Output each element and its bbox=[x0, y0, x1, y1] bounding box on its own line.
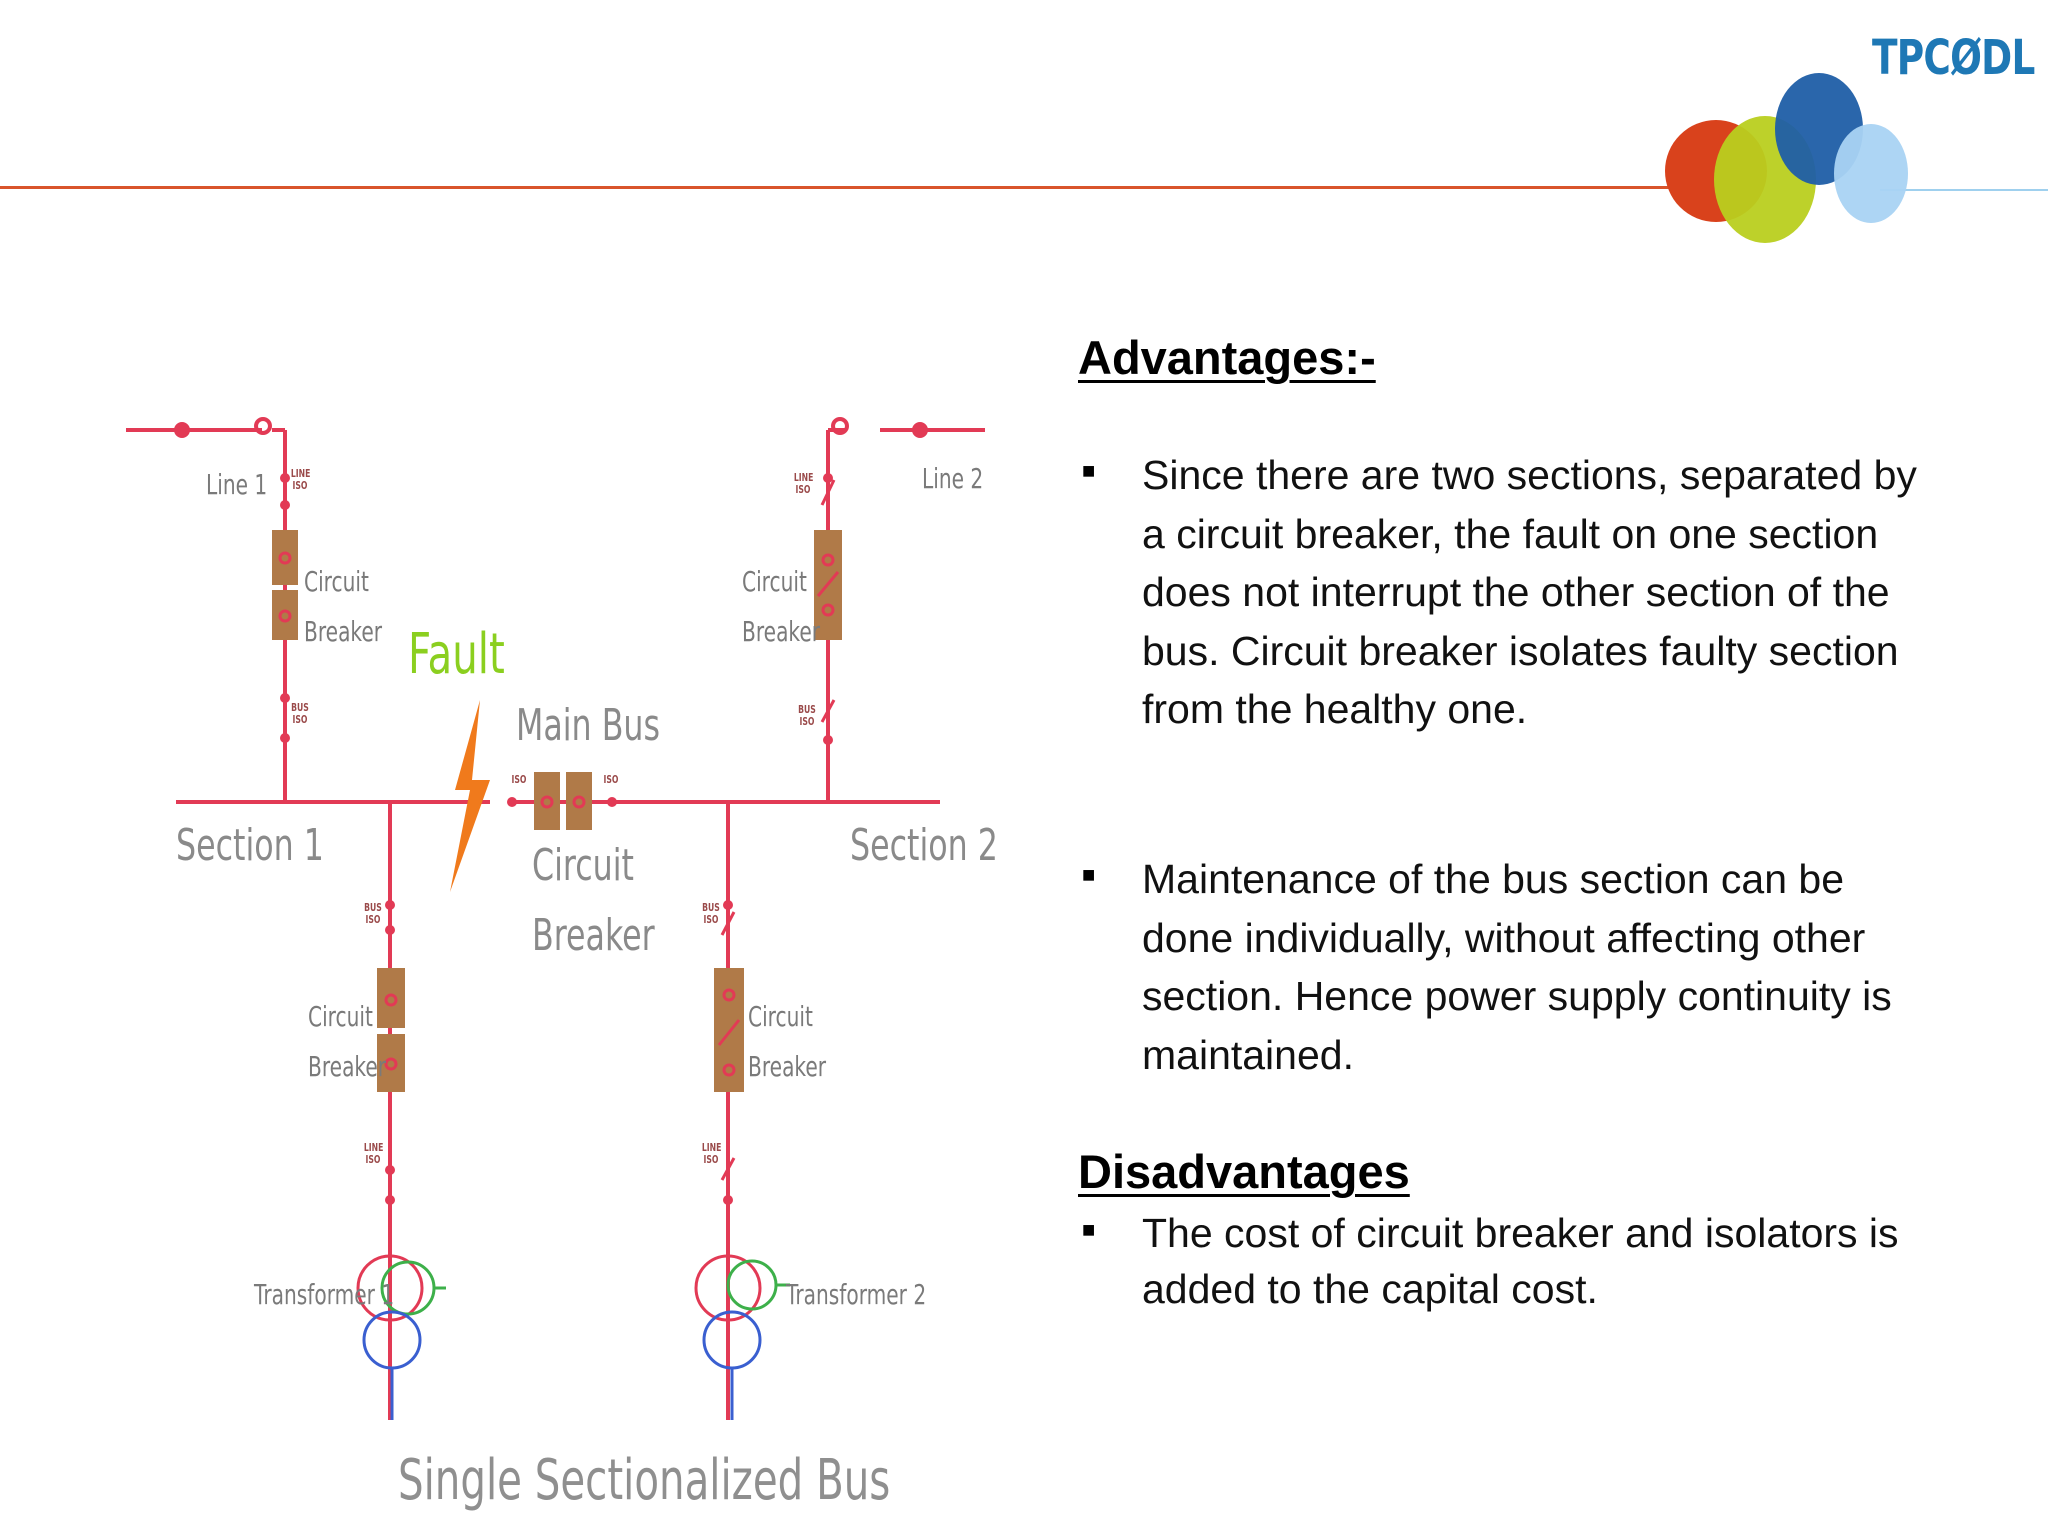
label-feeder-2-breaker-word2: Breaker bbox=[748, 1050, 827, 1083]
bus-section-breaker-left bbox=[534, 772, 560, 830]
header-divider-line-right bbox=[1880, 189, 2048, 191]
bullet-icon: ■ bbox=[1082, 1217, 1096, 1242]
label-transformer-1: Transformer 1 bbox=[254, 1278, 395, 1311]
label-feeder-2-breaker-word1: Circuit bbox=[748, 1000, 813, 1033]
label-section-2: Section 2 bbox=[850, 820, 998, 871]
advantage-item-2-text: Maintenance of the bus section can be do… bbox=[1142, 856, 1892, 1078]
label-feeder-1-breaker-word2: Breaker bbox=[308, 1050, 387, 1083]
feeder-2-breaker bbox=[714, 968, 744, 1092]
diagram-title: Single Sectionalized Bus bbox=[398, 1448, 891, 1513]
label-line-1: Line 1 bbox=[206, 468, 268, 501]
bus-section-breaker-right bbox=[566, 772, 592, 830]
label-line-2-breaker-word2: Breaker bbox=[742, 615, 821, 648]
label-line-1-breaker-word2: Breaker bbox=[304, 615, 383, 648]
company-logo: TPCØDL bbox=[1872, 30, 2035, 86]
advantage-item-1-text: Since there are two sections, separated … bbox=[1142, 452, 1917, 732]
iso-label: ISO bbox=[603, 773, 619, 786]
line-1-breaker-lower bbox=[272, 590, 298, 640]
single-sectionalized-bus-diagram: Line 1 Line 2 Circuit Breaker Circuit Br… bbox=[0, 360, 1040, 1536]
label-line-2: Line 2 bbox=[922, 462, 984, 495]
line-2-node bbox=[912, 422, 928, 438]
line-1-node bbox=[174, 422, 190, 438]
bullet-icon: ■ bbox=[1082, 862, 1096, 887]
line-2-terminal bbox=[831, 417, 849, 435]
fault-lightning-icon bbox=[450, 700, 490, 892]
advantages-heading: Advantages:- bbox=[1078, 331, 1376, 384]
label-feeder-1-breaker-word1: Circuit bbox=[308, 1000, 373, 1033]
label-line-2-breaker-word1: Circuit bbox=[742, 565, 807, 598]
header-divider-line bbox=[0, 186, 1680, 189]
label-fault: Fault bbox=[408, 622, 505, 687]
logo-circle-light-blue bbox=[1834, 124, 1908, 223]
feeder-1-breaker-lower bbox=[377, 1034, 405, 1092]
feeder-1-breaker-upper bbox=[377, 968, 405, 1028]
transformer-2-primary bbox=[694, 1254, 762, 1322]
diagram-canvas bbox=[126, 417, 985, 1420]
label-main-bus: Main Bus bbox=[516, 700, 661, 751]
line-1-breaker-upper bbox=[272, 530, 298, 585]
disadvantage-item-1-text: The cost of circuit breaker and isolator… bbox=[1142, 1210, 1899, 1312]
transformer-1-primary bbox=[356, 1254, 424, 1322]
iso-label: ISO bbox=[511, 773, 527, 786]
label-section-breaker-word2: Breaker bbox=[532, 910, 655, 961]
label-section-1: Section 1 bbox=[176, 820, 324, 871]
bullet-icon: ■ bbox=[1082, 458, 1096, 483]
disadvantages-heading: Disadvantages bbox=[1078, 1145, 1410, 1198]
label-transformer-2: Transformer 2 bbox=[786, 1278, 927, 1311]
label-line-1-breaker-word1: Circuit bbox=[304, 565, 369, 598]
label-section-breaker-word1: Circuit bbox=[532, 840, 634, 891]
line-1-terminal bbox=[254, 417, 272, 435]
